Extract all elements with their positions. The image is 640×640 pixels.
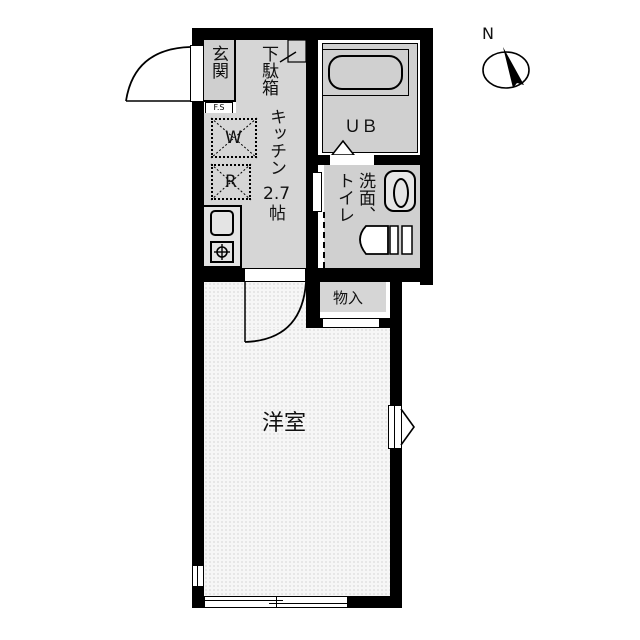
- entrance-step: [204, 40, 236, 102]
- entrance-label: 玄関: [208, 45, 228, 79]
- west-window[interactable]: [192, 565, 204, 587]
- bathtub-frame: [322, 49, 409, 96]
- kitchen-size-label: 2.7: [263, 184, 291, 204]
- washbasin-icon: [384, 170, 416, 212]
- entrance-door-opening[interactable]: [190, 45, 204, 102]
- toilet-door-track: [323, 212, 325, 268]
- western-room-label: 洋室: [262, 411, 307, 436]
- wall-kitchen-bath: [306, 40, 318, 276]
- compass-arrow-icon: [482, 47, 530, 89]
- shoe-box-door-icon: [279, 39, 307, 63]
- stove-icon: [210, 241, 234, 263]
- east-window[interactable]: [388, 405, 402, 449]
- shoe-box-label: 下駄箱: [258, 45, 278, 96]
- kitchen-floor: [236, 40, 306, 268]
- fridge-space: R: [210, 163, 252, 201]
- wall-right-upper: [420, 28, 433, 285]
- washroom-label: 洗面、: [355, 172, 375, 223]
- storage-label: 物入: [333, 289, 364, 307]
- south-sliding-window[interactable]: [204, 596, 348, 608]
- compass-north-label: N: [482, 24, 494, 43]
- sink-icon: [210, 210, 234, 236]
- kitchen-label: キッチン: [266, 108, 286, 176]
- kitchen-unit-label: 帖: [269, 204, 286, 224]
- toilet-sliding-door[interactable]: [312, 172, 322, 212]
- compass: N: [470, 25, 540, 95]
- bathtub-icon: [328, 55, 403, 90]
- wall-storage-left: [306, 276, 320, 328]
- washer-space: W: [210, 117, 258, 159]
- bath-door[interactable]: [330, 155, 374, 165]
- bath-label: ＵＢ: [344, 117, 378, 137]
- storage-floor: [320, 282, 386, 312]
- western-room-floor-main: [204, 328, 390, 596]
- wall-top: [192, 28, 433, 40]
- toilet-icon: [359, 225, 413, 255]
- east-window-arrow-icon: [400, 408, 415, 446]
- entrance-door-swing-icon: [125, 46, 191, 102]
- washer-label: W: [225, 128, 242, 148]
- wall-left: [192, 28, 204, 608]
- entrance-floor: [204, 40, 234, 102]
- storage-door[interactable]: [322, 318, 380, 328]
- toilet-label: トイレ: [334, 172, 354, 223]
- western-room-door-opening[interactable]: [244, 268, 306, 282]
- western-room-door-swing-icon: [244, 281, 307, 343]
- fridge-label: R: [225, 172, 237, 192]
